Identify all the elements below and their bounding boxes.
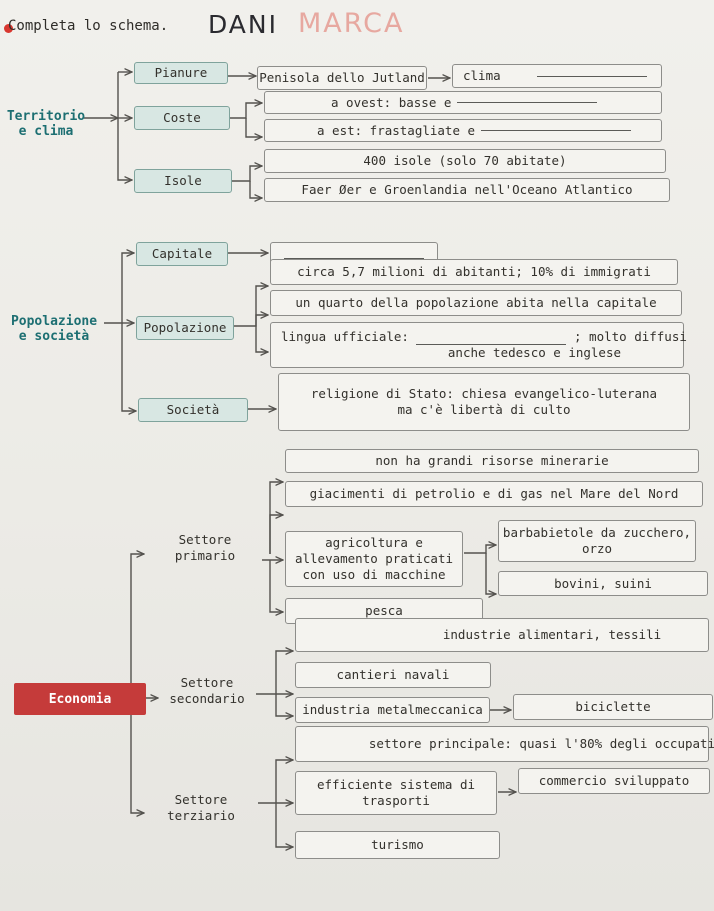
lingua-line1: lingua ufficiale: ; molto diffusi — [281, 329, 687, 345]
page-title: Completa lo schema. — [8, 18, 169, 34]
religione-text-1: religione di Stato: chiesa evangelico-lu… — [310, 386, 658, 401]
coste-label: Coste — [163, 110, 201, 125]
lingua-text-c: anche tedesco e inglese — [447, 345, 621, 360]
societa-label: Società — [166, 402, 220, 417]
principale-box: settore principale: quasi l'80% degli oc… — [295, 726, 714, 762]
settore-secondario-line2: secondario — [169, 691, 245, 706]
agricoltura-box: agricoltura e allevamento praticati con … — [285, 531, 463, 587]
principale-text: settore principale: quasi l'80% degli oc… — [368, 736, 714, 751]
clima-box: clima — [452, 64, 662, 88]
lingua-text-b: ; molto diffusi — [574, 329, 687, 344]
economia-label: Economia — [14, 683, 146, 715]
settore-terziario-label: Settore terziario — [146, 792, 256, 824]
popolazione-label-line2: e società — [18, 329, 90, 344]
faer-text: Faer Øer e Groenlandia nell'Oceano Atlan… — [301, 182, 633, 197]
turismo-text: turismo — [371, 837, 424, 852]
agricoltura-text-2: allevamento praticati — [294, 551, 454, 566]
clima-text: clima — [463, 68, 501, 83]
bovini-box: bovini, suini — [498, 571, 708, 596]
risorse-text: non ha grandi risorse minerarie — [375, 453, 609, 468]
barbabietole-box: barbabietole da zucchero, orzo — [498, 520, 696, 562]
settore-primario-line1: Settore — [178, 532, 232, 547]
religione-box: religione di Stato: chiesa evangelico-lu… — [278, 373, 690, 431]
quarto-box: un quarto della popolazione abita nella … — [270, 290, 682, 316]
alimentari-text: industrie alimentari, tessili — [442, 627, 662, 642]
popolazione-label-line1: Popolazione — [10, 314, 98, 329]
abitanti-box: circa 5,7 milioni di abitanti; 10% di im… — [270, 259, 678, 285]
giacimenti-box: giacimenti di petrolio e di gas nel Mare… — [285, 481, 703, 507]
isole-label: Isole — [164, 173, 202, 188]
ovest-box: a ovest: basse e — [264, 91, 662, 114]
barbabietole-text-2: orzo — [581, 541, 613, 556]
religione-text-2: ma c'è libertà di culto — [397, 402, 571, 417]
est-box: a est: frastagliate e — [264, 119, 662, 142]
faer-box: Faer Øer e Groenlandia nell'Oceano Atlan… — [264, 178, 670, 202]
pianure-box: Pianure — [134, 62, 228, 84]
economia-label-text: Economia — [48, 691, 112, 707]
lingua-box: lingua ufficiale: ; molto diffusi anche … — [270, 322, 687, 368]
pianure-label: Pianure — [154, 65, 208, 80]
alimentari-box: industrie alimentari, tessili — [295, 618, 709, 652]
settore-secondario-line1: Settore — [180, 675, 234, 690]
penisola-box: Penisola dello Jutland — [257, 66, 427, 90]
territorio-label: Territorio e clima — [6, 109, 86, 139]
est-text: a est: frastagliate e — [317, 122, 476, 138]
settore-primario-label: Settore primario — [148, 532, 262, 564]
cantieri-box: cantieri navali — [295, 662, 491, 688]
trasporti-text-2: trasporti — [362, 793, 430, 808]
agricoltura-text-1: agricoltura e — [325, 535, 423, 550]
trasporti-box: efficiente sistema di trasporti — [295, 771, 497, 815]
clima-blank[interactable] — [536, 75, 647, 77]
ovest-blank[interactable] — [457, 102, 598, 103]
settore-terziario-line2: terziario — [167, 808, 235, 823]
popolazione-sub-label: Popolazione — [143, 320, 227, 335]
isole-box: Isole — [134, 169, 232, 193]
capitale-label: Capitale — [151, 246, 213, 261]
handwritten-name-faded: MARCA — [298, 8, 405, 39]
popolazione-box: Popolazione — [136, 316, 234, 340]
popolazione-label: Popolazione e società — [4, 314, 104, 344]
biciclette-box: biciclette — [513, 694, 713, 720]
handwritten-name: DANI — [208, 10, 278, 39]
settore-primario-line2: primario — [174, 548, 236, 563]
isole-numero-text: 400 isole (solo 70 abitate) — [363, 153, 567, 168]
giacimenti-text: giacimenti di petrolio e di gas nel Mare… — [309, 486, 679, 501]
est-blank[interactable] — [481, 130, 632, 131]
settore-secondario-label: Settore secondario — [158, 675, 256, 707]
metalmeccanica-text: industria metalmeccanica — [302, 702, 483, 717]
metalmeccanica-box: industria metalmeccanica — [295, 697, 490, 723]
territorio-label-line1: Territorio — [6, 109, 86, 124]
barbabietole-text-1: barbabietole da zucchero, — [502, 525, 692, 540]
capitale-box: Capitale — [136, 242, 228, 266]
coste-box: Coste — [134, 106, 230, 130]
lingua-blank[interactable] — [416, 344, 567, 345]
commercio-text: commercio sviluppato — [538, 773, 690, 788]
territorio-label-line2: e clima — [18, 124, 74, 139]
societa-box: Società — [138, 398, 248, 422]
quarto-text: un quarto della popolazione abita nella … — [295, 295, 657, 310]
capitale-blank[interactable] — [284, 257, 424, 259]
bovini-text: bovini, suini — [554, 575, 652, 591]
risorse-box: non ha grandi risorse minerarie — [285, 449, 699, 473]
abitanti-text: circa 5,7 milioni di abitanti; 10% di im… — [297, 264, 651, 279]
isole-numero-box: 400 isole (solo 70 abitate) — [264, 149, 666, 173]
pesca-text: pesca — [365, 603, 403, 618]
ovest-text: a ovest: basse e — [331, 94, 452, 110]
settore-terziario-line1: Settore — [174, 792, 228, 807]
turismo-box: turismo — [295, 831, 500, 859]
penisola-text: Penisola dello Jutland — [259, 70, 425, 85]
commercio-box: commercio sviluppato — [518, 768, 710, 794]
title-bullet-icon — [4, 24, 13, 33]
biciclette-text: biciclette — [575, 699, 651, 714]
trasporti-text-1: efficiente sistema di — [316, 777, 476, 792]
cantieri-text: cantieri navali — [336, 667, 450, 682]
lingua-text-a: lingua ufficiale: — [281, 329, 409, 344]
agricoltura-text-3: con uso di macchine — [302, 567, 446, 582]
